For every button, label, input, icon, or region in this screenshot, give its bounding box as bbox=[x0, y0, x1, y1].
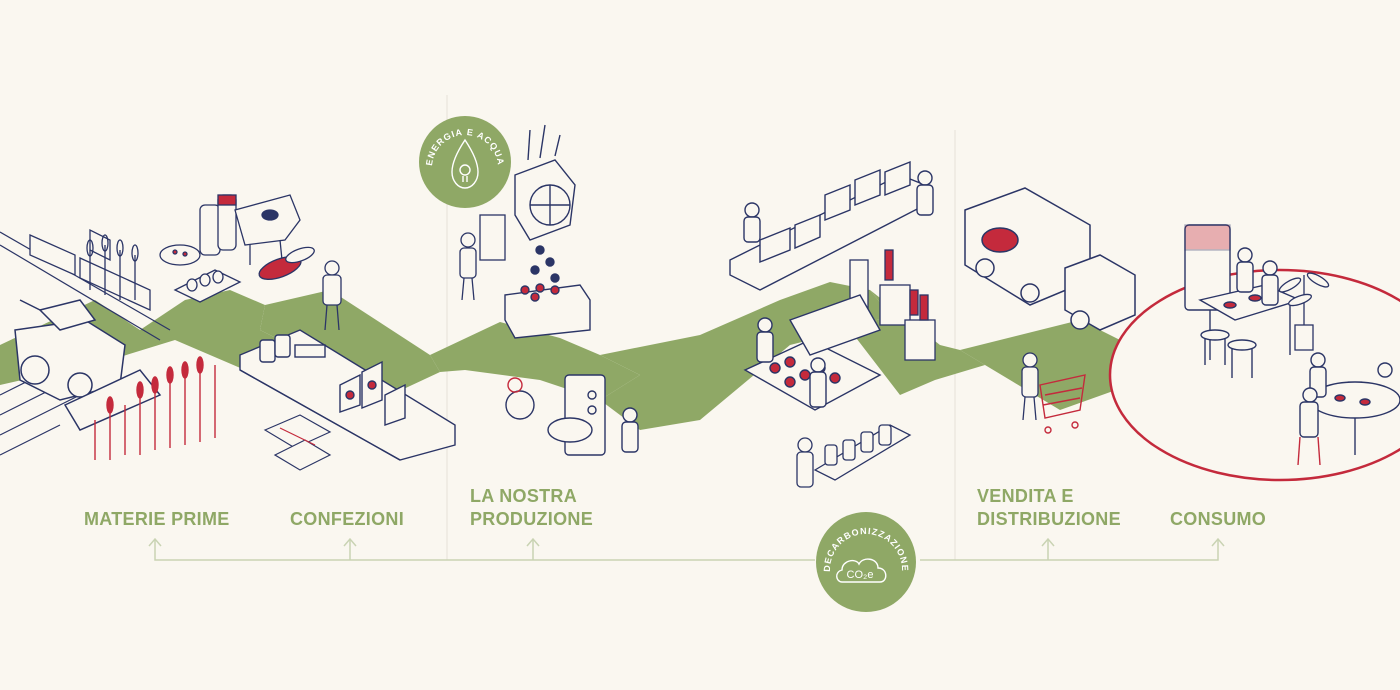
stage-label-line: LA NOSTRA bbox=[470, 486, 578, 506]
bowl-icon bbox=[159, 244, 201, 266]
consumption-floor bbox=[1108, 268, 1400, 482]
red-wheat-field bbox=[94, 356, 216, 460]
cocoa-pod-icon bbox=[258, 246, 315, 280]
packaging-conveyor-icon bbox=[239, 329, 456, 461]
co2-label: CO₂e bbox=[847, 569, 874, 581]
jars-shelf-icon bbox=[796, 424, 912, 488]
mixer-tank-icon bbox=[504, 283, 591, 339]
energy-water-badge: ENERGIA E ACQUA bbox=[419, 116, 511, 208]
dough-mixer-icon bbox=[505, 374, 639, 456]
arrow-up-icon bbox=[526, 537, 540, 547]
water-drop-lightbulb-icon bbox=[451, 138, 479, 189]
shopping-cart-icon bbox=[1039, 374, 1086, 434]
plant-icon bbox=[1278, 272, 1330, 351]
stage-label-materie-prime: MATERIE PRIME bbox=[84, 509, 230, 529]
arrow-up-icon bbox=[148, 537, 162, 547]
stage-label-line: DISTRIBUZIONE bbox=[977, 509, 1121, 529]
arrow-up-icon bbox=[1211, 537, 1225, 547]
shopper-cart-icon bbox=[1021, 352, 1039, 421]
stage-label-line: PRODUZIONE bbox=[470, 509, 594, 529]
arrow-up-icon bbox=[343, 537, 357, 547]
packing-line-icon bbox=[729, 160, 934, 291]
bottom-connector bbox=[154, 540, 1219, 561]
delivery-truck-icon bbox=[964, 187, 1136, 331]
grain-mill-icon bbox=[514, 124, 576, 283]
co2-cloud-icon bbox=[836, 558, 887, 583]
dining-table-icon bbox=[1297, 352, 1400, 466]
decarbonization-badge: DECARBONIZZAZIONE CO₂e bbox=[816, 512, 916, 612]
stage-label-vendita: VENDITA E DISTRIBUZIONE bbox=[977, 485, 1121, 531]
cow-icon bbox=[234, 194, 301, 265]
harvester-icon bbox=[14, 299, 162, 431]
cardboard-sheets-icon bbox=[263, 414, 332, 471]
stage-label-produzione: LA NOSTRA PRODUZIONE bbox=[470, 485, 593, 531]
wheat-crop-icon bbox=[86, 234, 139, 300]
eggs-tray-icon bbox=[173, 269, 242, 303]
stage-label-confezioni: CONFEZIONI bbox=[290, 509, 404, 529]
control-panel-worker bbox=[459, 214, 506, 301]
milk-bottles-icon bbox=[199, 194, 237, 256]
farmer-figure bbox=[322, 260, 342, 331]
kitchen-scene-icon bbox=[1184, 224, 1303, 378]
stage-label-consumo: CONSUMO bbox=[1170, 509, 1267, 529]
arrow-up-icon bbox=[1041, 537, 1055, 547]
baking-tray-icon bbox=[743, 294, 882, 411]
stage-label-line: VENDITA E bbox=[977, 486, 1074, 506]
